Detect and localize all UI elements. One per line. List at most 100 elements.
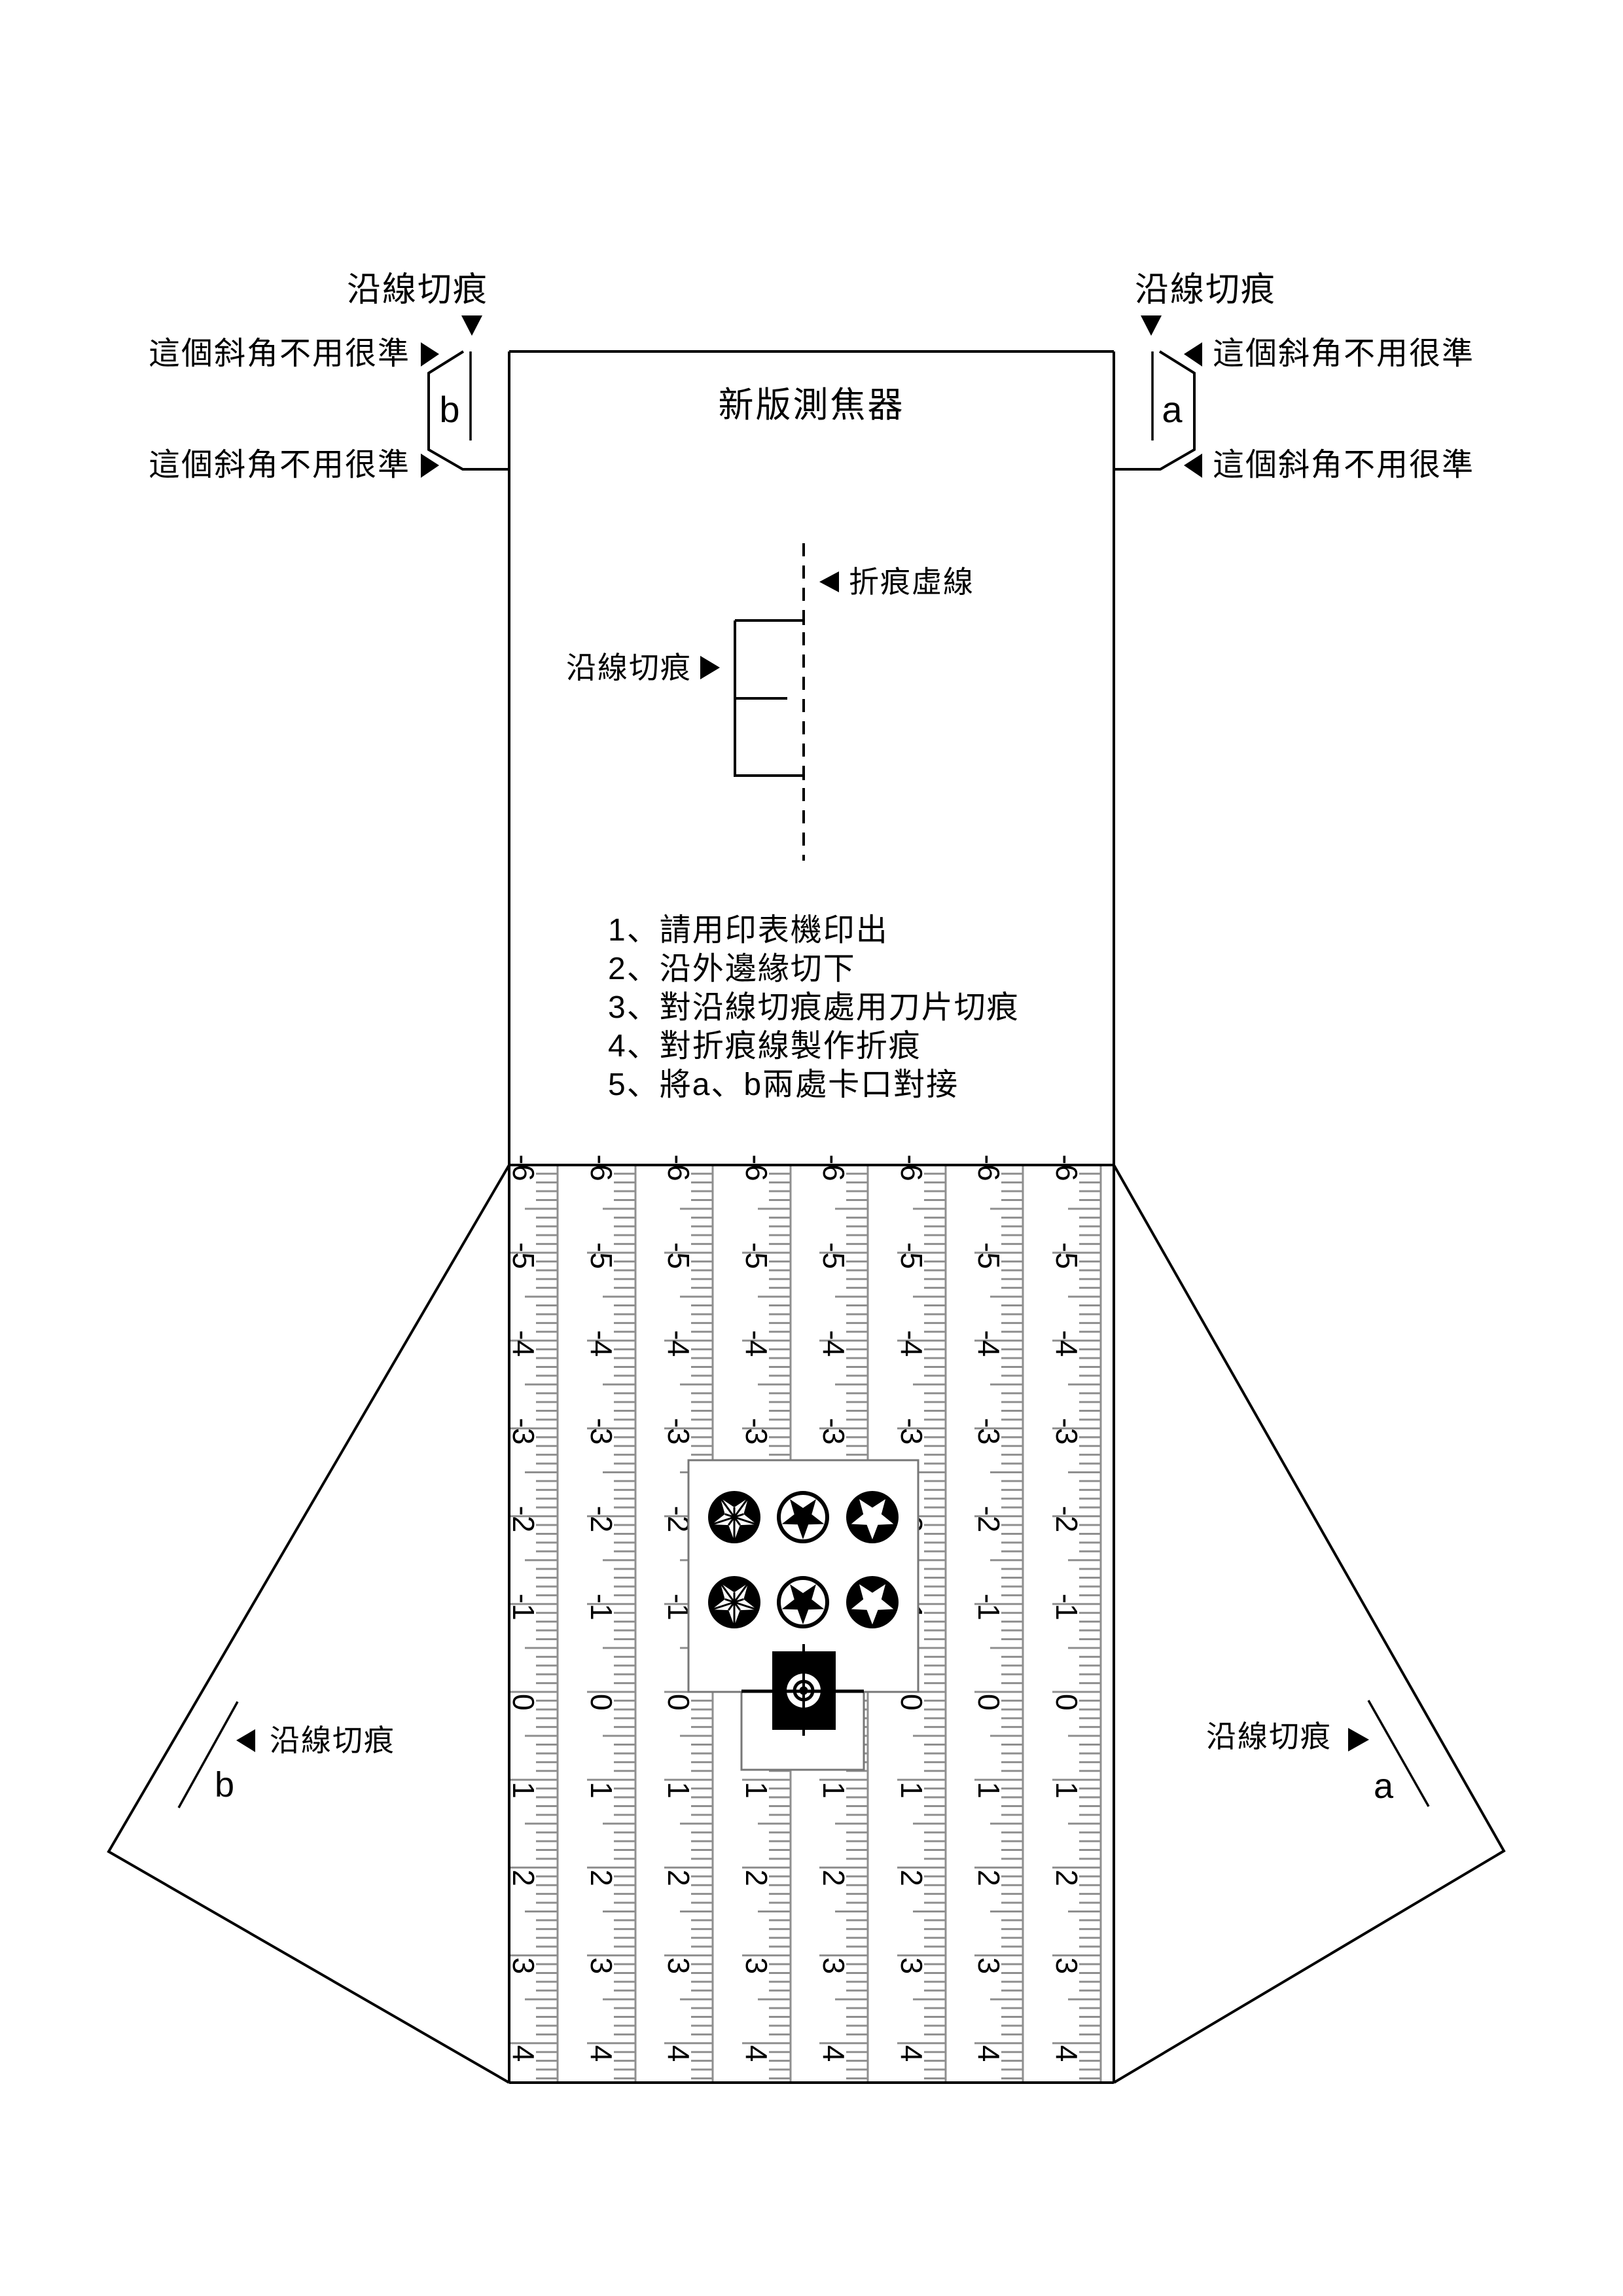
ruler-number: -4 (1050, 1330, 1084, 1357)
ruler-number: 3 (662, 1958, 696, 1975)
ruler-number: -1 (584, 1594, 618, 1621)
ruler-number: -3 (662, 1418, 696, 1444)
arrow-down-icon (461, 315, 482, 336)
bevel-note-left-bottom: 這個斜角不用很準 (148, 448, 410, 482)
ruler-number: 2 (1050, 1869, 1084, 1886)
ruler-number: 1 (895, 1782, 929, 1799)
ruler-number: -3 (507, 1418, 541, 1444)
ruler-number: -5 (507, 1242, 541, 1269)
bevel-note-right-top: 這個斜角不用很準 (1213, 336, 1475, 371)
ruler-number: -3 (895, 1418, 929, 1444)
tab-letter-a: a (1162, 389, 1184, 430)
ruler-number: -6 (740, 1155, 774, 1181)
ruler-number: 1 (972, 1782, 1006, 1799)
ruler-number: 3 (817, 1958, 851, 1975)
cut-notch-bracket (734, 616, 805, 780)
instruction-step: 1、請用印表機印出 (608, 913, 889, 948)
ruler-number: 3 (584, 1958, 618, 1975)
faceted-star-icon (708, 1491, 760, 1543)
left-funnel-edge (107, 1164, 510, 2084)
flap-b-cut-line (177, 1701, 239, 1808)
faceted-star-icon (708, 1576, 760, 1628)
template-outline (107, 350, 1506, 2084)
ruler-number: -6 (972, 1155, 1006, 1181)
cut-notch-label-middle: 沿線切痕 (566, 651, 692, 685)
ruler-number: 4 (584, 2045, 618, 2062)
arrow-right-icon (421, 342, 439, 367)
cut-notch-label-flap-b: 沿線切痕 (270, 1723, 395, 1757)
ruler-number: -4 (662, 1330, 696, 1357)
ruler-number: 1 (740, 1782, 774, 1799)
white-star-icon (846, 1576, 899, 1628)
ruler-number: 2 (507, 1869, 541, 1886)
ruler-number: 0 (895, 1694, 929, 1711)
ruler-number: 1 (1050, 1782, 1084, 1799)
ruler-number: -3 (817, 1418, 851, 1444)
ruler-number: 4 (895, 2045, 929, 2062)
right-funnel-edge (1113, 1164, 1506, 2084)
ruler-number: -2 (507, 1506, 541, 1533)
ruler-number: 1 (662, 1782, 696, 1799)
fold-dash-label: 折痕虛線 (849, 565, 974, 599)
ruler-number: -1 (1050, 1594, 1084, 1621)
ruler-number: 4 (662, 2045, 696, 2062)
cut-notch-label-flap-a: 沿線切痕 (1206, 1719, 1332, 1753)
ruler-number: -3 (584, 1418, 618, 1444)
ruler-number: 4 (817, 2045, 851, 2062)
ruler-number: 3 (895, 1958, 929, 1975)
ruler-number: 1 (507, 1782, 541, 1799)
ruler-number: -5 (972, 1242, 1006, 1269)
ruler-number: 1 (584, 1782, 618, 1799)
bevel-note-right-bottom: 這個斜角不用很準 (1213, 448, 1475, 482)
tab-b-outline (427, 350, 509, 471)
ruler-number: -5 (740, 1242, 774, 1269)
ruler-number: -6 (817, 1155, 851, 1181)
ruler-number: 2 (972, 1869, 1006, 1886)
ruler-number: -3 (972, 1418, 1006, 1444)
star-emblems (708, 1491, 899, 1628)
ruler-number: 1 (817, 1782, 851, 1799)
arrow-right-icon (1348, 1728, 1369, 1751)
ruler-number: -5 (895, 1242, 929, 1269)
arrow-right-icon (421, 454, 439, 478)
ruler-number: 3 (1050, 1958, 1084, 1975)
flap-a-cut-line (1367, 1700, 1430, 1807)
black-star-ring-icon (777, 1576, 829, 1628)
ruler-number: -2 (584, 1506, 618, 1533)
instruction-step: 2、沿外邊緣切下 (608, 952, 856, 986)
ruler-number: -1 (507, 1594, 541, 1621)
ruler-number: 2 (895, 1869, 929, 1886)
arrow-left-icon (819, 571, 839, 592)
ruler-number: -6 (662, 1155, 696, 1181)
tab-a-outline (1114, 350, 1196, 471)
ruler-number: 0 (507, 1694, 541, 1711)
ruler-number: -2 (972, 1506, 1006, 1533)
arrow-left-icon (1184, 454, 1202, 478)
ruler-number: -6 (584, 1155, 618, 1181)
ruler-number: -4 (507, 1330, 541, 1357)
bevel-note-left-top: 這個斜角不用很準 (148, 336, 410, 371)
focus-target (741, 1644, 864, 1736)
ruler-number: 4 (972, 2045, 1006, 2062)
flap-letter-a: a (1373, 1767, 1395, 1806)
ruler-number: -4 (972, 1330, 1006, 1357)
instruction-step: 3、對沿線切痕處用刀片切痕 (608, 990, 1020, 1025)
instruction-step: 4、對折痕線製作折痕 (608, 1029, 921, 1064)
ruler-number: -3 (1050, 1418, 1084, 1444)
tab-letter-b: b (439, 389, 461, 430)
cut-notch-label-top-left: 沿線切痕 (346, 271, 489, 309)
flap-letter-b: b (214, 1765, 236, 1804)
ruler-number: 3 (740, 1958, 774, 1975)
ruler-number: 4 (507, 2045, 541, 2062)
ruler-number: 2 (740, 1869, 774, 1886)
ruler-number: 0 (1050, 1694, 1084, 1711)
ruler-number: -6 (507, 1155, 541, 1181)
ruler-number: 0 (662, 1694, 696, 1711)
ruler-number: 4 (740, 2045, 774, 2062)
arrow-left-icon (236, 1729, 255, 1752)
ruler-number: 2 (817, 1869, 851, 1886)
